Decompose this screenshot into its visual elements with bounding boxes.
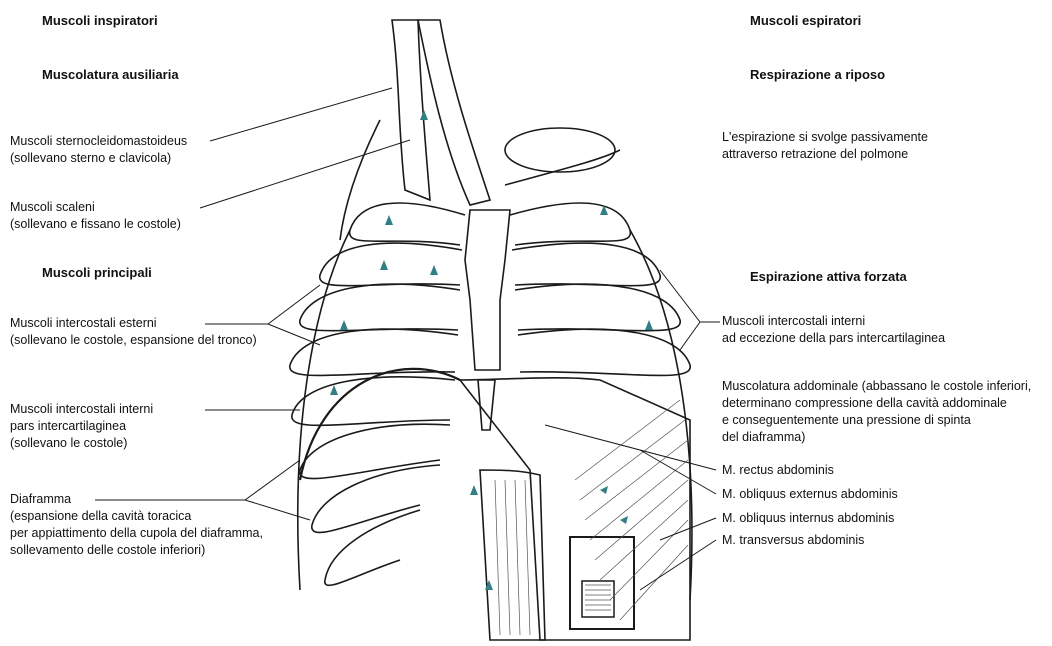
forced-title: Espirazione attiva forzata (750, 268, 907, 285)
rectus-label: M. rectus abdominis (722, 462, 834, 479)
arrow-5 (340, 320, 348, 330)
scaleni-line-1: Muscoli scaleni (10, 199, 181, 216)
addominale-line-3: e conseguentemente una pressione di spin… (722, 412, 1031, 429)
rest-text-line-1: L'espirazione si svolge passivamente (722, 129, 928, 146)
leader-right-intercostali (660, 270, 720, 350)
clavicle-right (505, 150, 620, 185)
leader-transversus (640, 540, 716, 590)
left-lateral-edge (298, 230, 350, 590)
addominale-line-4: del diaframma) (722, 429, 1031, 446)
rib-left-6 (300, 424, 450, 478)
diaframma-line-1: Diaframma (10, 491, 263, 508)
arrow-4 (430, 265, 438, 275)
scaleni-label: Muscoli scaleni (sollevano e fissano le … (10, 199, 181, 233)
intercostali-interni-line-1: Muscoli intercostali interni (10, 401, 153, 418)
addominale-line-2: determinano compressione della cavità ad… (722, 395, 1031, 412)
intercostali-interni-line-3: (sollevano le costole) (10, 435, 153, 452)
diaframma-line-3: per appiattimento della cupola del diafr… (10, 525, 263, 542)
sternum (465, 210, 510, 370)
leader-scaleni (200, 140, 410, 208)
arrow-9 (470, 485, 478, 495)
transversus-fibers (585, 585, 611, 610)
arrow-11 (600, 486, 608, 494)
leader-obliquus-ext (640, 450, 716, 494)
rib-left-8 (325, 510, 420, 585)
rectus-fibers (495, 480, 530, 635)
rib-left-7 (312, 465, 440, 532)
direction-arrows (330, 110, 653, 590)
rib-right-4 (518, 329, 690, 375)
rib-left-5 (292, 377, 455, 425)
sternocleido-line-2: (sollevano sterno e clavicola) (10, 150, 187, 167)
intercostali-esterni-label: Muscoli intercostali esterni (sollevano … (10, 315, 257, 349)
diaframma-line-2: (espansione della cavità toracica (10, 508, 263, 525)
arrow-2 (385, 215, 393, 225)
oblique-fibers (575, 400, 688, 620)
first-rib-ring (505, 128, 615, 172)
addominale-line-1: Muscolatura addominale (abbassano le cos… (722, 378, 1031, 395)
arrow-6 (330, 385, 338, 395)
arrow-12 (620, 516, 628, 524)
scalene-edge (340, 120, 380, 240)
obliquus-ext-label: M. obliquus externus abdominis (722, 486, 898, 503)
rest-text-line-2: attraverso retrazione del polmone (722, 146, 928, 163)
sternocleido-line-1: Muscoli sternocleidomastoideus (10, 133, 187, 150)
obliquus-int-label: M. obliquus internus abdominis (722, 510, 894, 527)
principal-title: Muscoli principali (42, 264, 152, 281)
leader-sternocleido (210, 88, 392, 141)
diaframma-line-4: sollevamento delle costole inferiori) (10, 542, 263, 559)
transversus-inner-window (582, 581, 614, 617)
arrow-3 (380, 260, 388, 270)
addominale-label: Muscolatura addominale (abbassano le cos… (722, 378, 1031, 446)
expiratory-title: Muscoli espiratori (750, 12, 861, 29)
right-intercostali-line-2: ad eccezione della pars intercartilagine… (722, 330, 945, 347)
intercostali-interni-label: Muscoli intercostali interni pars interc… (10, 401, 153, 452)
rest-title: Respirazione a riposo (750, 66, 885, 83)
transversus-label: M. transversus abdominis (722, 532, 864, 549)
scaleni-line-2: (sollevano e fissano le costole) (10, 216, 181, 233)
rib-right-2 (512, 243, 660, 286)
rib-left-3 (300, 284, 460, 331)
inspiratory-title: Muscoli inspiratori (42, 12, 158, 29)
rib-right-1 (510, 203, 630, 245)
auxiliary-title: Muscolatura ausiliaria (42, 66, 179, 83)
intercostali-esterni-line-2: (sollevano le costole, espansione del tr… (10, 332, 257, 349)
leader-obliquus-int (660, 518, 716, 540)
ribcage-outline (290, 20, 692, 640)
right-intercostali-label: Muscoli intercostali interni ad eccezion… (722, 313, 945, 347)
sternocleido-label: Muscoli sternocleidomastoideus (sollevan… (10, 133, 187, 167)
muscle-fibers (495, 400, 688, 635)
rest-text: L'espirazione si svolge passivamente att… (722, 129, 928, 163)
rib-left-1 (350, 203, 465, 245)
abdominal-wall (460, 378, 690, 640)
rib-right-3 (515, 284, 680, 331)
arrow-1 (420, 110, 428, 120)
intercostali-interni-line-2: pars intercartilaginea (10, 418, 153, 435)
diaframma-label: Diaframma (espansione della cavità torac… (10, 491, 263, 559)
right-intercostali-line-1: Muscoli intercostali interni (722, 313, 945, 330)
arrow-8 (645, 320, 653, 330)
intercostali-esterni-line-1: Muscoli intercostali esterni (10, 315, 257, 332)
